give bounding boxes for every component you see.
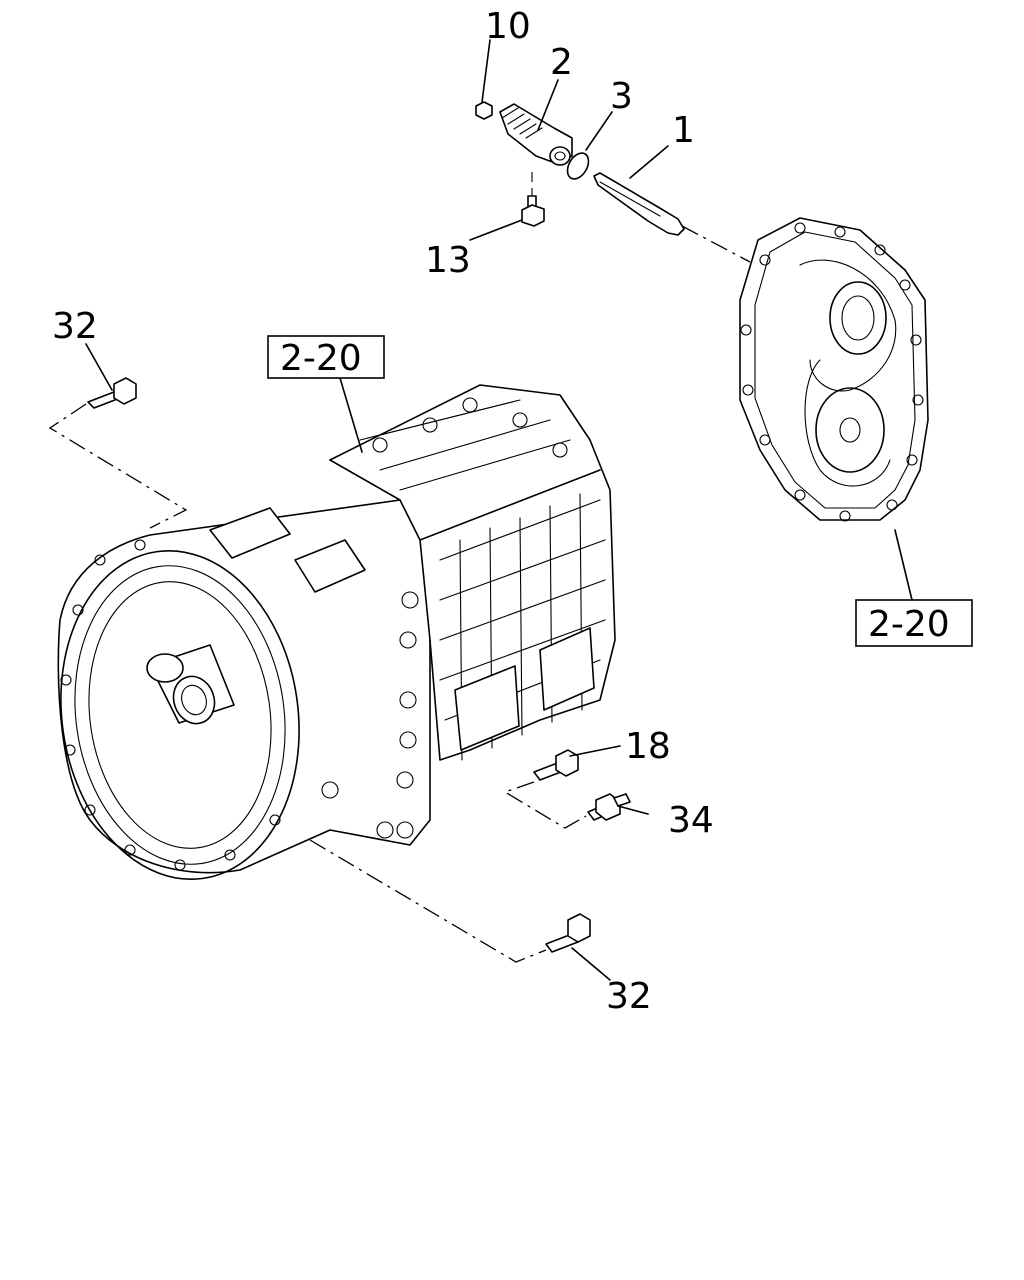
case-ribs (359, 399, 606, 761)
flange-holes (60, 539, 281, 871)
part-2-sensor (499, 103, 573, 166)
reference-label-left: 2-20 (280, 338, 362, 379)
part-32-bolt-top (87, 377, 137, 409)
callout-3: 3 (610, 76, 633, 117)
callout-34: 34 (668, 800, 714, 841)
part-34-fitting (587, 793, 631, 821)
part-32-bolt-bottom (545, 913, 591, 953)
reference-box-right: 2-20 (855, 599, 973, 647)
transmission-housing (57, 384, 616, 881)
sensor-assembly (475, 101, 685, 236)
part-10-plug (475, 101, 493, 120)
part-3-o-ring (566, 152, 590, 180)
callout-10: 10 (485, 6, 531, 47)
part-13-bolt (521, 195, 545, 227)
case-bosses (321, 397, 568, 839)
leader-lines (85, 39, 913, 981)
callout-18: 18 (625, 726, 671, 767)
callouts: 10 2 3 1 13 32 18 34 32 (52, 6, 714, 1017)
phantom-lines (48, 172, 751, 963)
callout-1: 1 (672, 110, 695, 151)
rear-cover (739, 217, 929, 522)
callout-13: 13 (425, 240, 471, 281)
callout-2: 2 (550, 42, 573, 83)
callout-32-top: 32 (52, 306, 98, 347)
reference-box-left: 2-20 (267, 335, 385, 379)
part-18-bolt (533, 749, 579, 781)
reference-label-right: 2-20 (868, 604, 950, 645)
rear-cover-holes (740, 222, 924, 522)
callout-32-bottom: 32 (606, 976, 652, 1017)
part-1-shaft (593, 172, 685, 236)
